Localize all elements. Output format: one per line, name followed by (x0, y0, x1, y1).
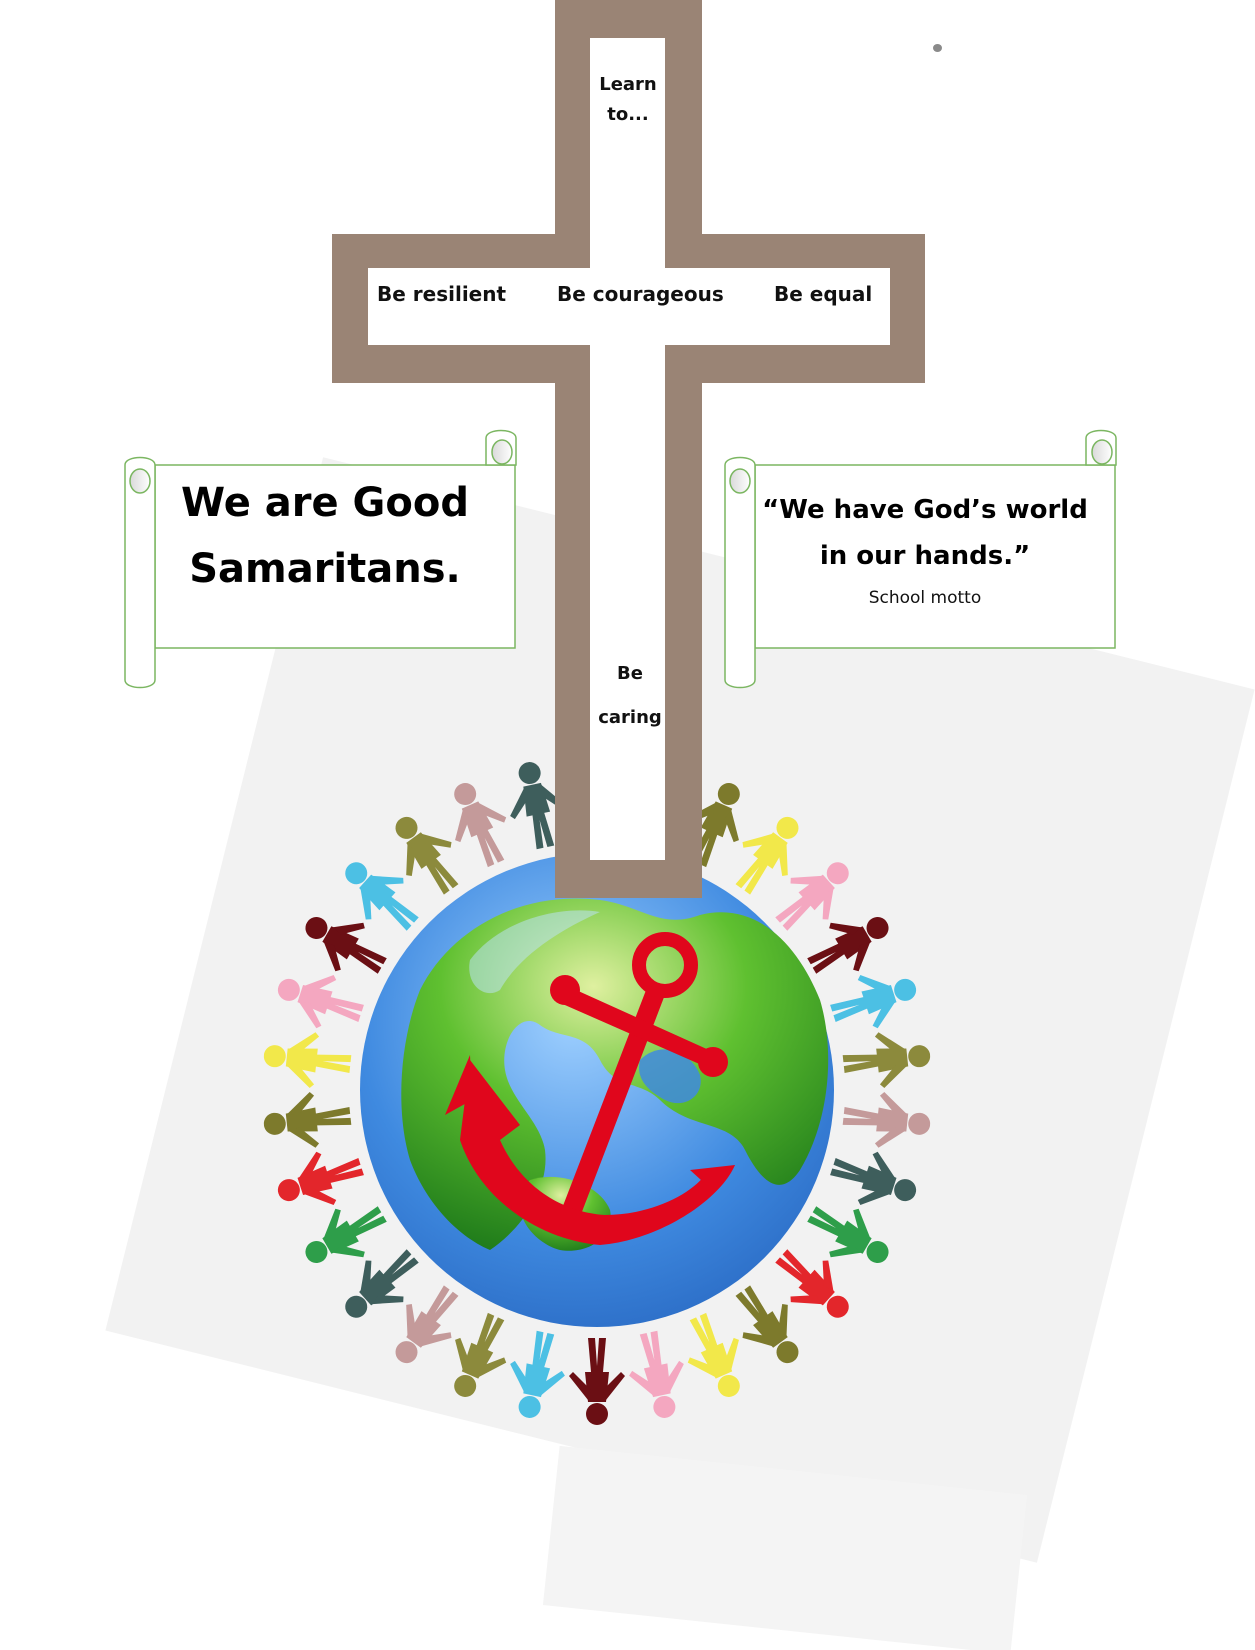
cross-icon (332, 0, 925, 898)
stray-dot (933, 44, 942, 52)
person-figure-icon (260, 1088, 354, 1153)
person-figure-icon (292, 1189, 397, 1282)
right-scroll (724, 429, 1117, 689)
cross-bottom-line-1: Be (617, 663, 643, 684)
cross-right-text: Be equal (774, 282, 873, 306)
samaritans-heading: We are Good Samaritans. (181, 480, 469, 592)
person-figure-icon (292, 898, 397, 991)
cross-left-text: Be resilient (377, 282, 507, 306)
cross-top-line-1: Learn (599, 74, 657, 95)
person-figure-icon (499, 1326, 573, 1424)
globe-icon (360, 853, 834, 1327)
anchor-icon (445, 932, 735, 1245)
person-figure-icon (269, 959, 370, 1041)
person-figure-icon (797, 898, 902, 991)
cross-center-text: Be courageous (557, 282, 724, 306)
person-figure-icon (621, 1326, 695, 1424)
cross-top-line-2: to... (607, 104, 649, 125)
person-figure-icon (672, 1305, 759, 1408)
left-scroll (124, 429, 517, 689)
person-figure-icon (824, 959, 925, 1041)
cross-bottom-line-2: caring (598, 707, 662, 728)
person-figure-icon (435, 1305, 522, 1408)
person-figure-icon (840, 1088, 934, 1153)
person-figure-icon (797, 1189, 902, 1282)
person-figure-icon (435, 772, 522, 875)
person-figure-icon (824, 1139, 925, 1221)
person-figure-icon (840, 1027, 934, 1092)
school-motto-caption: School motto (868, 588, 982, 608)
school-motto-quote: “We have God’s world in our hands.” (762, 495, 1088, 571)
person-figure-icon (269, 1139, 370, 1221)
cross-top-text: Learn to... (588, 70, 668, 130)
cross-bottom-text: Be caring (585, 652, 675, 740)
person-figure-icon (260, 1027, 354, 1092)
person-figure-icon (569, 1338, 625, 1425)
